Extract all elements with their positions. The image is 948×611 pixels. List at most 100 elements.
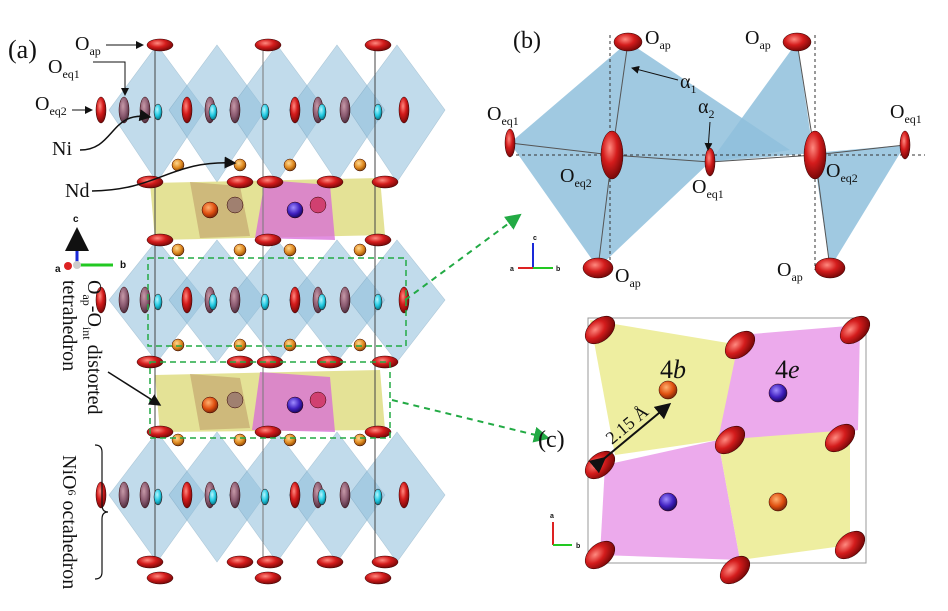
oxygen-ap-atom (146, 38, 174, 52)
nd-atom (309, 196, 327, 214)
oxygen-ap-atom (364, 38, 392, 52)
guide-arrow-to-c (391, 399, 550, 443)
label-oap-2: Oap (745, 27, 771, 52)
svg-text:b: b (120, 260, 126, 271)
ni-atom (317, 103, 327, 121)
axis-indicator-b: c a b (510, 235, 560, 273)
nd-4e-atom (768, 383, 788, 403)
oxygen-ap-atom (364, 571, 392, 585)
nd-atom (226, 196, 244, 214)
oxygen-ap-atom (254, 425, 282, 439)
nio6-octahedron (348, 431, 446, 563)
label-tetrahedron: Oap-Oint distorted (80, 280, 105, 415)
oxygen-eq-atom (398, 96, 410, 124)
oxygen-ap-atom (254, 233, 282, 247)
label-oeq1-mid: Oeq1 (692, 176, 724, 201)
ni-atom (153, 103, 163, 121)
svg-text:a: a (510, 266, 514, 273)
nd-atom (233, 158, 247, 172)
oxygen-ap-atom (146, 233, 174, 247)
oxygen-eq-atom (95, 96, 107, 124)
oxygen-eq-atom (289, 481, 301, 509)
nd-atom (283, 338, 297, 352)
oxygen-eq-atom (118, 286, 130, 314)
label-nd: Nd (65, 180, 89, 202)
oxygen-ap-atom (371, 555, 399, 569)
nd-atom (309, 391, 327, 409)
oxygen-eq1-atom (504, 128, 516, 158)
oxygen-ap-atom (613, 32, 643, 52)
label-oap: Oap (75, 33, 101, 58)
nd-atom (353, 433, 367, 447)
oxygen-atom (834, 530, 866, 560)
axis-indicator-a: c a b (55, 214, 126, 275)
oxygen-ap-atom (256, 175, 284, 189)
nd-atom (353, 158, 367, 172)
oxygen-atom (584, 540, 616, 570)
svg-text:a: a (55, 264, 61, 275)
oxygen-atom (824, 423, 856, 453)
oxygen-eq-atom (229, 286, 241, 314)
nd-4e-atom (286, 201, 304, 219)
label-tetrahedron-line2: tetrahedron (58, 280, 80, 371)
guide-arrow-to-b (404, 213, 522, 301)
panel-label-c: (c) (538, 427, 565, 453)
oxygen-eq-atom (181, 481, 193, 509)
svg-text:b: b (556, 266, 560, 273)
nd-atom (283, 158, 297, 172)
nd-atom (233, 338, 247, 352)
label-oeq2-left: Oeq2 (560, 165, 592, 190)
oxygen-ap-atom (814, 257, 846, 279)
oxygen-ap-atom (226, 555, 254, 569)
nd-atom (226, 391, 244, 409)
nd-atom (283, 433, 297, 447)
oxygen-atom (714, 425, 746, 455)
label-oeq2: Oeq2 (35, 93, 67, 118)
label-oeq1: Oeq1 (48, 56, 80, 81)
ni-atom (373, 488, 383, 506)
nd-atom (353, 338, 367, 352)
oxygen-eq-atom (339, 286, 351, 314)
ni-atom (260, 293, 270, 311)
ni-atom (373, 293, 383, 311)
label-oeq2-right: Oeq2 (826, 160, 858, 185)
oxygen-ap-atom (582, 257, 614, 279)
distance-arrow (588, 402, 672, 474)
nd-atom (171, 433, 185, 447)
label-oap-1: Oap (645, 27, 671, 52)
ni-atom (373, 103, 383, 121)
ni-atom (153, 293, 163, 311)
panel-label-b: (b) (513, 28, 541, 54)
nd-atom (171, 338, 185, 352)
panel-label-a: (a) (8, 35, 37, 64)
panel-c: (c) 4b 4e 2.15 Å a b (538, 315, 871, 585)
oxygen-atom (719, 555, 751, 585)
nd-atom (233, 243, 247, 257)
oxygen-eq-atom (398, 286, 410, 314)
oxygen-ap-atom (226, 175, 254, 189)
ni-atom (208, 103, 218, 121)
nd-4e-atom (658, 492, 678, 512)
oxygen-eq1-atom (899, 130, 911, 160)
oxygen-eq-atom (118, 96, 130, 124)
ni-atom (317, 293, 327, 311)
oxygen-eq-atom (95, 481, 107, 509)
nd-atom (171, 243, 185, 257)
oxygen-ap-atom (371, 175, 399, 189)
oxygen-ap-atom (146, 425, 174, 439)
oxygen-eq-atom (339, 96, 351, 124)
label-oeq1-right: Oeq1 (890, 101, 922, 126)
oxygen-atom (584, 315, 616, 345)
label-oap-3: Oap (615, 265, 641, 290)
octahedron-brace (94, 444, 109, 580)
ni-atom (260, 488, 270, 506)
oxygen-ap-atom (254, 38, 282, 52)
ni-atom (208, 293, 218, 311)
oxygen-eq-atom (181, 286, 193, 314)
oxygen-eq-atom (95, 286, 107, 314)
svg-text:b: b (576, 543, 580, 550)
nd-atom (233, 433, 247, 447)
label-4e: 4e (775, 355, 800, 384)
oxygen-ap-atom (256, 555, 284, 569)
svg-text:c: c (533, 235, 537, 242)
